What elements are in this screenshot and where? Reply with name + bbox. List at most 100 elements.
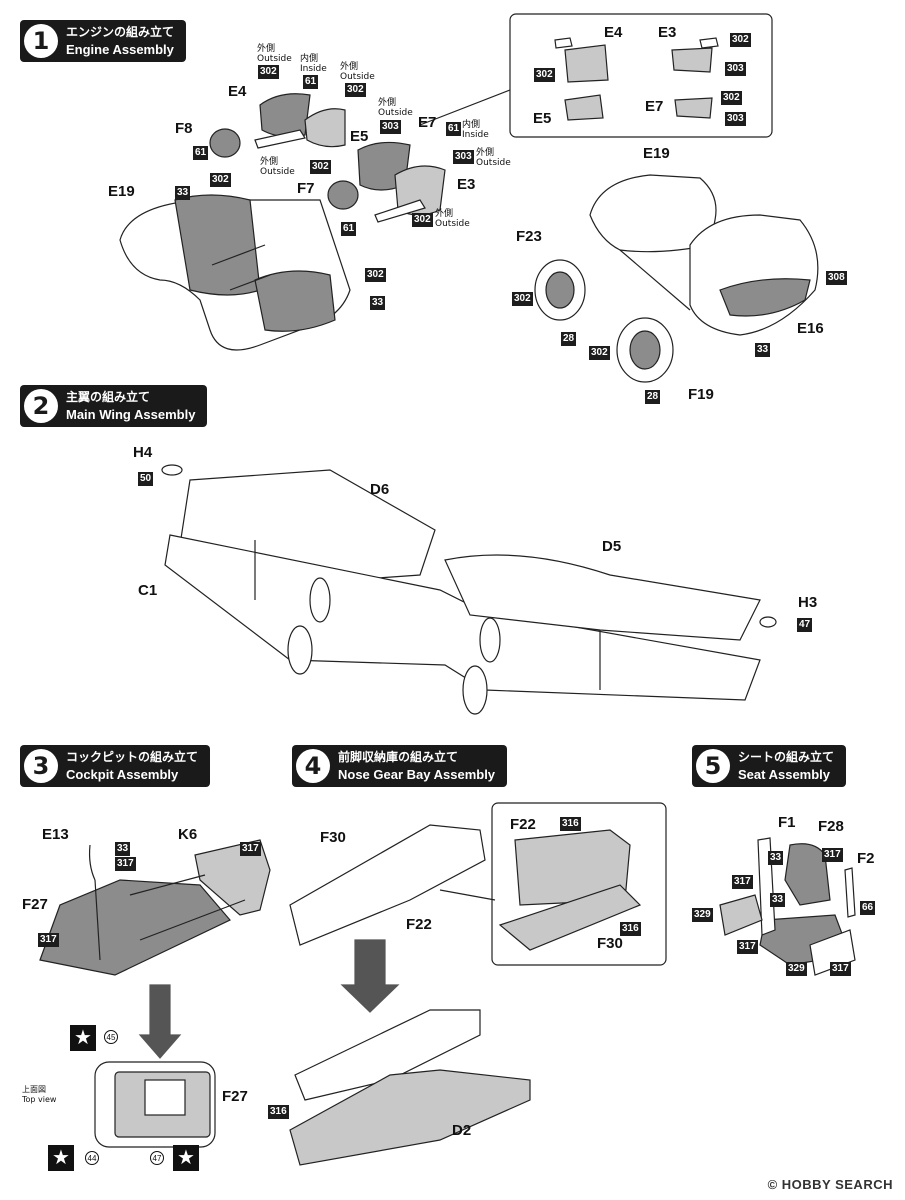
note-outside: 外側 Outside — [476, 148, 511, 168]
note-outside: 外側 Outside — [435, 209, 470, 229]
part-label-f30: F30 — [597, 935, 623, 952]
step-title-jp: 前脚収納庫の組み立て — [338, 750, 459, 764]
step-5-header: 5 シートの組み立て Seat Assembly — [692, 745, 847, 787]
paint-code: 317 — [822, 848, 843, 862]
part-label-f22: F22 — [406, 916, 432, 933]
part-label-f27: F27 — [222, 1088, 248, 1105]
paint-code: 317 — [38, 933, 59, 947]
paint-code: 61 — [193, 146, 209, 160]
step-title-jp: コックピットの組み立て — [66, 750, 199, 764]
paint-code: 317 — [240, 842, 261, 856]
part-label-e3: E3 — [658, 24, 677, 41]
note-outside: 外側 Outside — [378, 98, 413, 118]
part-label-f7: F7 — [297, 180, 315, 197]
step-2-header: 2 主翼の組み立て Main Wing Assembly — [20, 385, 208, 427]
step-title-en: Main Wing Assembly — [66, 407, 196, 422]
paint-code: 33 — [768, 851, 784, 865]
paint-code: 302 — [210, 173, 231, 187]
paint-code: 303 — [725, 112, 746, 126]
paint-code: 66 — [860, 901, 876, 915]
part-label-f2: F2 — [857, 850, 875, 867]
paint-code: 61 — [303, 75, 319, 89]
step-number: 3 — [24, 749, 58, 783]
decal-number: 44 — [85, 1151, 99, 1165]
step-3-header: 3 コックピットの組み立て Cockpit Assembly — [20, 745, 211, 787]
note-inside: 内側 Inside — [462, 120, 489, 140]
paint-code: 33 — [115, 842, 131, 856]
note-outside: 外側 Outside — [257, 44, 292, 64]
part-label-f27: F27 — [22, 896, 48, 913]
paint-code: 316 — [268, 1105, 289, 1119]
part-label-e13: E13 — [42, 826, 69, 843]
paint-code: 316 — [620, 922, 641, 936]
paint-code: 302 — [721, 91, 742, 105]
part-label-d6: D6 — [370, 481, 390, 498]
part-label-e16: E16 — [797, 320, 824, 337]
paint-code: 302 — [345, 83, 366, 97]
part-label-f23: F23 — [516, 228, 542, 245]
part-label-e4: E4 — [228, 83, 247, 100]
part-label-f22: F22 — [510, 816, 536, 833]
paint-code: 302 — [310, 160, 331, 174]
part-label-e4: E4 — [604, 24, 623, 41]
part-label-e19: E19 — [643, 145, 670, 162]
note-outside: 外側 Outside — [340, 62, 375, 82]
paint-code: 317 — [115, 857, 136, 871]
paint-code: 28 — [645, 390, 661, 404]
part-label-e7: E7 — [645, 98, 664, 115]
paint-code: 302 — [365, 268, 386, 282]
paint-code: 303 — [453, 150, 474, 164]
paint-code: 61 — [341, 222, 357, 236]
paint-code: 302 — [589, 346, 610, 360]
star-decal-icon: ★ — [173, 1145, 199, 1171]
paint-code: 303 — [380, 120, 401, 134]
part-label-f28: F28 — [818, 818, 844, 835]
part-label-f30: F30 — [320, 829, 346, 846]
step-title-en: Seat Assembly — [738, 767, 831, 782]
paint-code: 308 — [826, 271, 847, 285]
paint-code: 33 — [770, 893, 786, 907]
step-title-en: Engine Assembly — [66, 42, 174, 57]
part-label-d2: D2 — [452, 1122, 472, 1139]
note-inside: 内側 Inside — [300, 54, 327, 74]
part-label-d5: D5 — [602, 538, 622, 555]
paint-code: 33 — [175, 186, 191, 200]
paint-code: 317 — [737, 940, 758, 954]
paint-code: 329 — [692, 908, 713, 922]
paint-code: 50 — [138, 472, 154, 486]
note-outside: 外側 Outside — [260, 157, 295, 177]
step-title-jp: シートの組み立て — [738, 750, 835, 764]
step-title-en: Nose Gear Bay Assembly — [338, 767, 496, 782]
part-label-e5: E5 — [350, 128, 369, 145]
step-number: 2 — [24, 389, 58, 423]
paint-code: 33 — [370, 296, 386, 310]
paint-code: 61 — [446, 122, 462, 136]
step-number: 1 — [24, 24, 58, 58]
paint-code: 302 — [730, 33, 751, 47]
watermark: © HOBBY SEARCH — [767, 1177, 893, 1192]
part-label-e19: E19 — [108, 183, 135, 200]
step-number: 5 — [696, 749, 730, 783]
star-decal-icon: ★ — [48, 1145, 74, 1171]
paint-code: 317 — [732, 875, 753, 889]
step-4-header: 4 前脚収納庫の組み立て Nose Gear Bay Assembly — [292, 745, 508, 787]
paint-code: 302 — [258, 65, 279, 79]
part-label-f8: F8 — [175, 120, 193, 137]
step-number: 4 — [296, 749, 330, 783]
part-label-e7: E7 — [418, 114, 437, 131]
step-title-jp: エンジンの組み立て — [66, 25, 175, 39]
decal-number: 47 — [150, 1151, 164, 1165]
paint-code: 302 — [412, 213, 433, 227]
note-top-view: 上面図 Top view — [22, 1085, 57, 1104]
step-title-en: Cockpit Assembly — [66, 767, 179, 782]
part-label-e3: E3 — [457, 176, 476, 193]
step-title-jp: 主翼の組み立て — [66, 390, 151, 404]
part-label-f1: F1 — [778, 814, 796, 831]
part-label-e5: E5 — [533, 110, 552, 127]
paint-code: 302 — [512, 292, 533, 306]
paint-code: 33 — [755, 343, 771, 357]
paint-code: 302 — [534, 68, 555, 82]
paint-code: 329 — [786, 962, 807, 976]
part-label-h4: H4 — [133, 444, 153, 461]
